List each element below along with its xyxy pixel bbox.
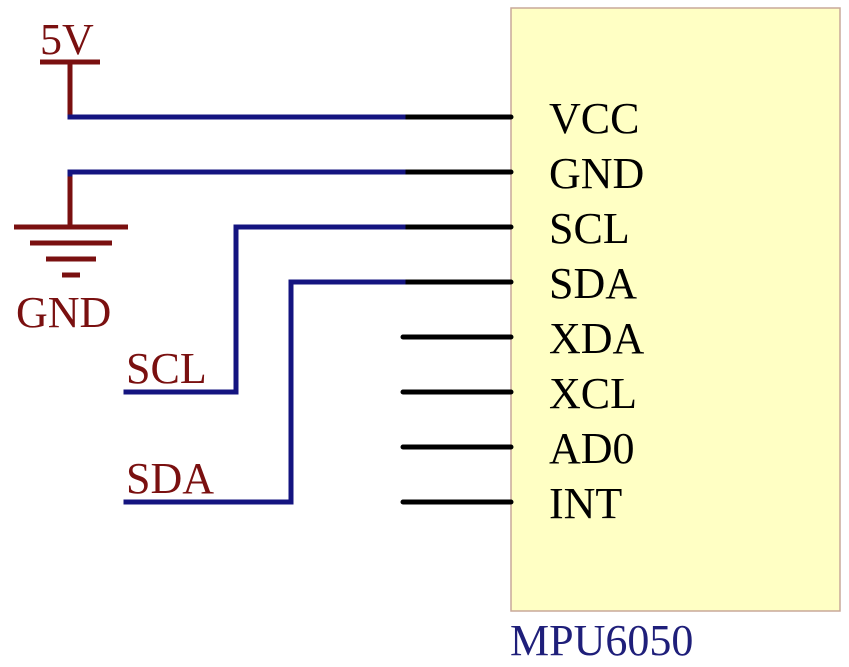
wire-gnd [67,169,406,177]
gnd-label: GND [16,288,111,337]
vcc-label: 5V [40,15,94,64]
pin-label-gnd: GND [549,149,644,198]
pin-stubs [400,114,514,505]
pin-labels: VCC GND SCL SDA XDA XCL AD0 INT [549,94,645,528]
pin-label-int: INT [549,479,622,528]
part-name: MPU6050 [510,616,693,665]
net-label-scl: SCL [126,344,207,393]
wire-sda [123,279,406,505]
net-label-sda: SDA [126,454,214,503]
pin-label-vcc: VCC [549,94,639,143]
pin-label-ad0: AD0 [549,424,635,473]
mpu6050-body [510,7,841,612]
pin-label-xda: XDA [549,314,645,363]
vcc-power-symbol: 5V [40,15,100,115]
pin-label-scl: SCL [549,204,630,253]
wire-scl [123,224,406,395]
wires [67,114,406,505]
pin-label-sda: SDA [549,259,637,308]
pin-label-xcl: XCL [549,369,637,418]
gnd-power-symbol: GND [14,174,128,337]
